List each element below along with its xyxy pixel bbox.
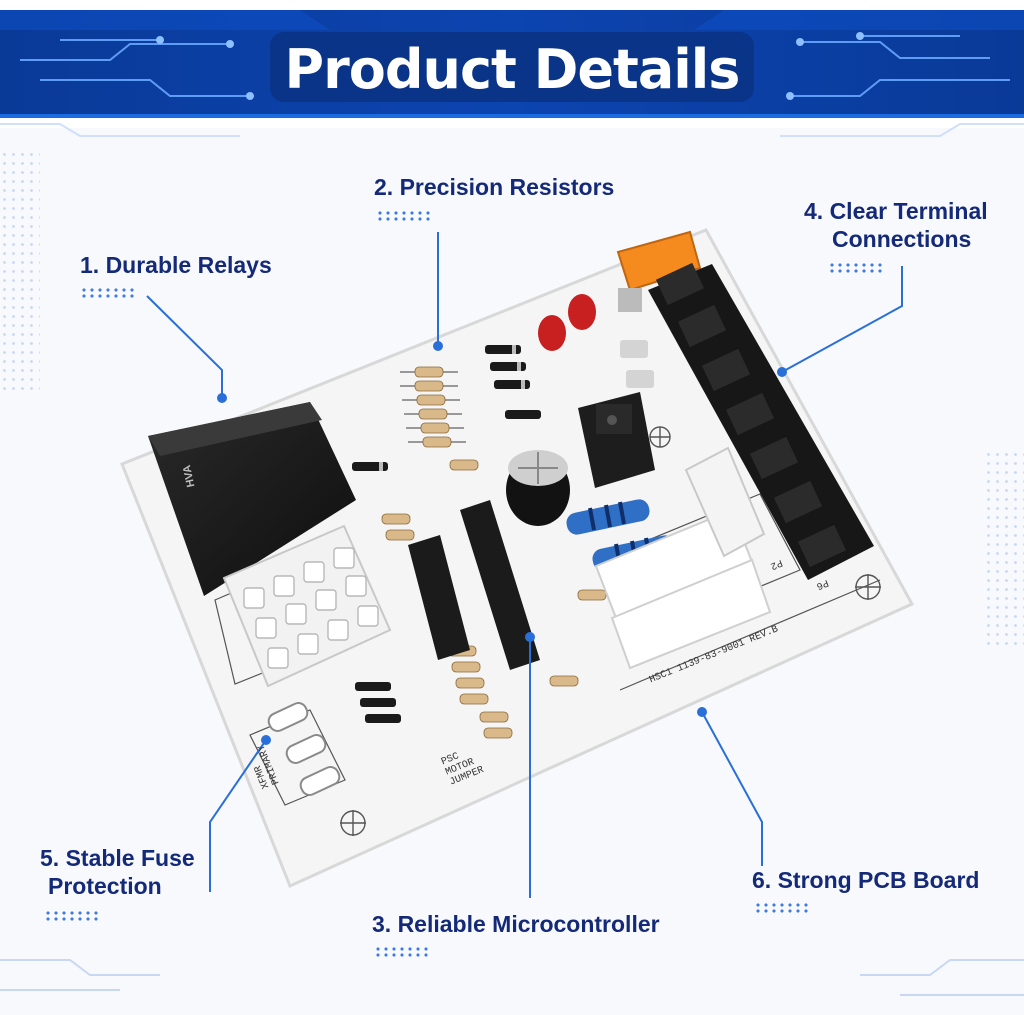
callout-clear-terminal-connections: 4. Clear Terminal Connections xyxy=(804,197,988,253)
page-title: Product Details xyxy=(284,38,741,101)
callout-dots xyxy=(374,946,430,958)
callout-strong-pcb-board: 6. Strong PCB Board xyxy=(752,867,980,893)
microcontroller-chip xyxy=(460,500,540,670)
callout-dots xyxy=(828,262,884,274)
callout-line: 5. Stable Fuse xyxy=(40,845,195,871)
callout-precision-resistors: 2. Precision Resistors xyxy=(374,174,615,200)
callout-line: 4. Clear Terminal xyxy=(804,198,988,224)
callout-line: Protection xyxy=(48,873,162,899)
pcb-board xyxy=(120,228,915,889)
callout-stable-fuse-protection: 5. Stable Fuse Protection xyxy=(40,844,195,900)
dot-pattern-right xyxy=(984,450,1024,650)
callout-reliable-microcontroller: 3. Reliable Microcontroller xyxy=(372,911,660,937)
callout-dots xyxy=(376,210,432,222)
callout-dots xyxy=(80,287,136,299)
callout-dots xyxy=(44,910,100,922)
relay xyxy=(148,402,356,596)
callout-line: Connections xyxy=(832,226,972,252)
small-ic-chip xyxy=(408,535,470,660)
callout-dots xyxy=(754,902,810,914)
callout-durable-relays: 1. Durable Relays xyxy=(80,252,272,278)
molex-connector xyxy=(222,524,392,688)
dot-pattern-left xyxy=(0,150,40,390)
